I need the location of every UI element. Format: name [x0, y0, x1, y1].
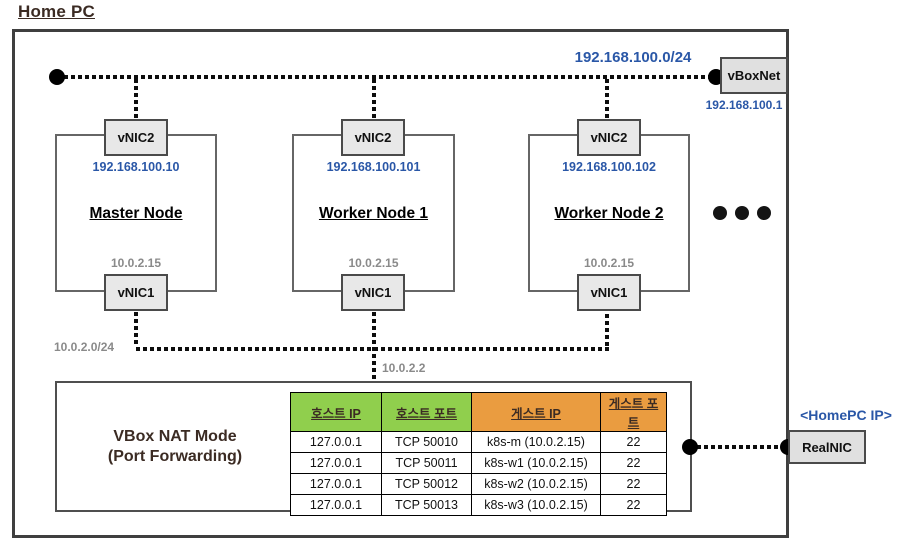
more-nodes-ellipsis-icon [713, 206, 727, 220]
realnic-box: RealNIC [788, 430, 866, 464]
port-forwarding-table: 호스트 IP 호스트 포트 게스트 IP 게스트 포트 127.0.0.1 TC… [290, 392, 667, 516]
worker1-vnic1: vNIC1 [341, 274, 405, 311]
worker2-vnic1-ip: 10.0.2.15 [583, 256, 635, 270]
node-worker2: vNIC2 192.168.100.102 Worker Node 2 10.0… [528, 119, 690, 313]
realnic-label: RealNIC [802, 439, 852, 455]
table-row: 127.0.0.1 TCP 50011 k8s-w1 (10.0.2.15) 2… [290, 452, 667, 474]
worker2-vnic2: vNIC2 [577, 119, 641, 156]
table-row: 127.0.0.1 TCP 50010 k8s-m (10.0.2.15) 22 [290, 431, 667, 453]
connection-dot-icon [49, 69, 65, 85]
node-worker2-box [528, 134, 690, 292]
master-vnic2-link [134, 79, 138, 119]
master-node-name: Master Node [89, 205, 183, 222]
worker1-node-name: Worker Node 1 [318, 205, 429, 222]
top-subnet-label: 192.168.100.0/24 [574, 49, 692, 66]
header-guest-port: 게스트 포트 [600, 392, 667, 432]
home-pc-boundary [12, 29, 789, 538]
worker2-vnic2-link [605, 79, 609, 119]
table-row: 127.0.0.1 TCP 50013 k8s-w3 (10.0.2.15) 2… [290, 494, 667, 516]
node-master-box [55, 134, 217, 292]
bottom-subnet-label: 10.0.2.0/24 [54, 340, 115, 354]
master-vnic1-ip: 10.0.2.15 [110, 256, 162, 270]
worker2-vnic1: vNIC1 [577, 274, 641, 311]
worker1-vnic1-ip: 10.0.2.15 [348, 256, 399, 270]
worker1-vnic2-link [372, 79, 376, 119]
worker1-vnic1-link [372, 312, 376, 381]
master-vnic1: vNIC1 [104, 274, 168, 311]
master-vnic1-link [134, 312, 138, 347]
nat-gateway-ip: 10.0.2.2 [382, 361, 426, 375]
connection-dot-icon [682, 439, 698, 455]
homepc-ip-label: <HomePC IP> [800, 407, 892, 423]
table-row: 127.0.0.1 TCP 50012 k8s-w2 (10.0.2.15) 2… [290, 473, 667, 495]
top-bus-line [57, 75, 716, 79]
worker1-vnic2: vNIC2 [341, 119, 405, 156]
node-master: vNIC2 192.168.100.10 Master Node 10.0.2.… [55, 119, 217, 313]
master-vnic2: vNIC2 [104, 119, 168, 156]
worker1-vnic2-ip: 192.168.100.101 [326, 160, 421, 174]
vboxnet-ip: 192.168.100.1 [705, 98, 783, 112]
header-guest-ip: 게스트 IP [471, 392, 601, 432]
more-nodes-ellipsis-icon [735, 206, 749, 220]
header-host-port: 호스트 포트 [381, 392, 472, 432]
worker2-vnic2-ip: 192.168.100.102 [562, 160, 656, 174]
page-title: Home PC [18, 2, 95, 21]
master-vnic2-ip: 192.168.100.10 [92, 160, 180, 174]
vboxnet-label: vBoxNet [727, 68, 781, 83]
table-header-row: 호스트 IP 호스트 포트 게스트 IP 게스트 포트 [290, 392, 667, 432]
more-nodes-ellipsis-icon [757, 206, 771, 220]
bottom-bus-line [136, 347, 610, 351]
worker2-node-name: Worker Node 2 [554, 205, 664, 222]
nat-mode-title: VBox NAT Mode (Port Forwarding) [107, 428, 243, 465]
vboxnet-box: vBoxNet [720, 57, 788, 94]
worker2-vnic1-link [605, 314, 609, 347]
nat-realnic-link [690, 445, 788, 449]
header-host-ip: 호스트 IP [290, 392, 382, 432]
node-worker1: vNIC2 192.168.100.101 Worker Node 1 10.0… [292, 119, 455, 313]
